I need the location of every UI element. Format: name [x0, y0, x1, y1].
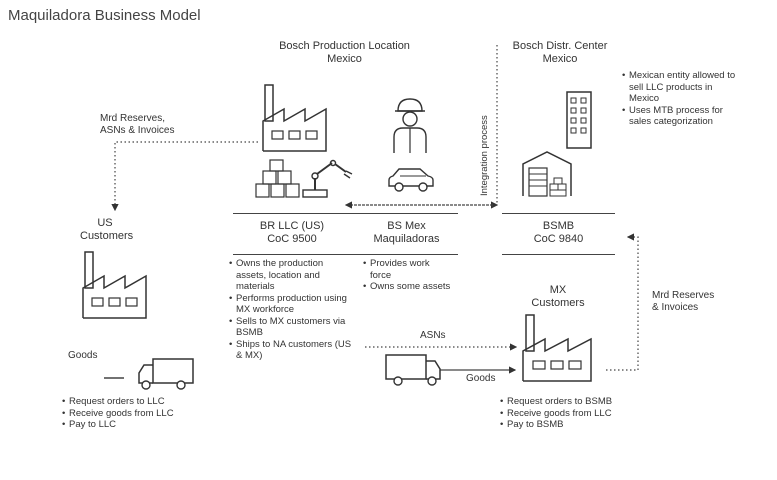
goods-label: Goods [68, 350, 98, 361]
bs-mex-heading: BS Mex Maquiladoras [373, 220, 440, 245]
warehouse-icon [522, 151, 572, 197]
bosch-production-heading: Bosch Production Location Mexico [279, 40, 410, 65]
divider [502, 213, 615, 214]
divider [502, 254, 615, 255]
car-icon [388, 168, 434, 192]
bullet-item: Uses MTB process for sales categorizatio… [622, 105, 742, 128]
divider [355, 213, 458, 214]
br-llc-bullets: Owns the production assets, location and… [229, 258, 354, 362]
bullet-item: Pay to BSMB [500, 419, 640, 431]
bullet-item: Receive goods from LLC [500, 408, 640, 420]
truck-icon [385, 354, 441, 386]
mx-customers-heading: MX Customers [531, 284, 585, 309]
divider [233, 254, 355, 255]
bosch-dist-heading: Bosch Distr. Center Mexico [512, 40, 608, 65]
bullet-item: Request orders to LLC [62, 396, 202, 408]
us-customers-heading: US Customers [80, 217, 134, 242]
bullet-item: Mexican entity allowed to sell LLC produ… [622, 70, 742, 105]
divider [355, 254, 458, 255]
truck-icon [138, 358, 194, 390]
flow-label-asns: ASNs [420, 330, 446, 341]
factory-icon [262, 84, 327, 152]
bullet-item: Request orders to BSMB [500, 396, 640, 408]
us-customers-bullets: Request orders to LLC Receive goods from… [62, 396, 202, 431]
flow-label-mrd-right: Mrd Reserves & Invoices [652, 290, 715, 313]
boxes-icon [255, 159, 300, 198]
mx-customers-bullets: Request orders to BSMB Receive goods fro… [500, 396, 640, 431]
flow-label-mrd-top: Mrd Reserves, ASNs & Invoices [100, 113, 175, 136]
bosch-dist-bullets: Mexican entity allowed to sell LLC produ… [622, 70, 742, 128]
page-title: Maquiladora Business Model [8, 7, 201, 24]
flow-label-goods-bottom: Goods [466, 373, 496, 384]
bullet-item: Owns the production assets, location and… [229, 258, 354, 293]
factory-icon [82, 251, 147, 319]
bullet-item: Provides work force [363, 258, 453, 281]
br-llc-heading: BR LLC (US) CoC 9500 [259, 220, 325, 245]
bullet-item: Performs production using MX workforce [229, 293, 354, 316]
bullet-item: Receive goods from LLC [62, 408, 202, 420]
factory-icon [522, 314, 592, 382]
bullet-item: Sells to MX customers via BSMB [229, 316, 354, 339]
divider [233, 213, 355, 214]
bsmb-heading: BSMB CoC 9840 [533, 220, 584, 245]
worker-icon [393, 98, 427, 153]
bullet-item: Pay to LLC [62, 419, 202, 431]
office-building-icon [566, 91, 592, 149]
bullet-item: Ships to NA customers (US & MX) [229, 339, 354, 362]
robot-arm-icon [302, 159, 353, 198]
bullet-item: Owns some assets [363, 281, 453, 293]
bs-mex-bullets: Provides work force Owns some assets [363, 258, 453, 293]
